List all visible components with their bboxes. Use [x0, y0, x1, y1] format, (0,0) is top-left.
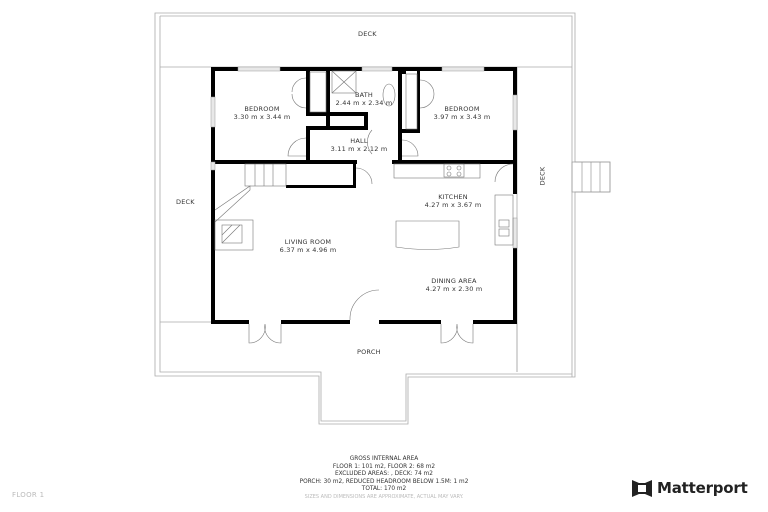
deck-left-label: DECK	[176, 198, 195, 206]
room-dims: 2.44 m x 2.34 m	[335, 99, 393, 107]
room-label-hall: HALL 3.11 m x 2.12 m	[331, 137, 388, 153]
room-dims: 3.97 m x 3.43 m	[433, 113, 491, 121]
deck-outline	[154, 12, 611, 425]
deck-stairs	[571, 161, 611, 193]
room-label-bedroom-1: BEDROOM 3.30 m x 3.44 m	[234, 105, 291, 121]
gross-area-summary: GROSS INTERNAL AREA FLOOR 1: 101 m2, FLO…	[300, 456, 469, 501]
room-dims: 3.11 m x 2.12 m	[330, 145, 388, 153]
room-dims: 4.27 m x 3.67 m	[424, 201, 482, 209]
area-line-total: TOTAL: 170 m2	[361, 486, 407, 492]
brand-name: Matterport	[657, 479, 748, 497]
floor-label: FLOOR 1	[12, 491, 45, 499]
matterport-brand: Matterport	[632, 479, 748, 497]
porch-label: PORCH	[357, 348, 381, 356]
area-line-excluded: EXCLUDED AREAS: , DECK: 74 m2	[335, 471, 433, 477]
deck-right-label: DECK	[538, 166, 547, 186]
matterport-logo-icon	[632, 479, 652, 497]
room-dims: 3.30 m x 3.44 m	[233, 113, 291, 121]
room-label-bath: BATH 2.44 m x 2.34 m	[336, 91, 393, 107]
area-disclaimer: SIZES AND DIMENSIONS ARE APPROXIMATE, AC…	[304, 493, 464, 500]
room-label-living-room: LIVING ROOM 6.37 m x 4.96 m	[280, 238, 337, 254]
room-name: HALL	[350, 137, 368, 145]
area-title: GROSS INTERNAL AREA	[349, 456, 419, 462]
room-name: BEDROOM	[444, 105, 480, 113]
room-label-kitchen: KITCHEN 4.27 m x 3.67 m	[425, 193, 482, 209]
room-label-dining-area: DINING AREA 4.27 m x 2.30 m	[426, 277, 483, 293]
room-name: LIVING ROOM	[284, 238, 332, 246]
room-name: DINING AREA	[431, 277, 477, 285]
area-line-floors: FLOOR 1: 101 m2, FLOOR 2: 68 m2	[332, 463, 436, 470]
fixtures	[214, 70, 514, 344]
room-name: BATH	[354, 91, 374, 99]
walls	[211, 67, 517, 324]
room-name: KITCHEN	[438, 193, 468, 201]
deck-top-label: DECK	[358, 30, 377, 38]
room-dims: 6.37 m x 4.96 m	[279, 246, 337, 254]
area-line-porch: PORCH: 30 m2, REDUCED HEADROOM BELOW 1.5…	[299, 478, 469, 485]
room-label-bedroom-2: BEDROOM 3.97 m x 3.43 m	[434, 105, 491, 121]
room-name: BEDROOM	[244, 105, 280, 113]
room-dims: 4.27 m x 2.30 m	[425, 285, 483, 293]
